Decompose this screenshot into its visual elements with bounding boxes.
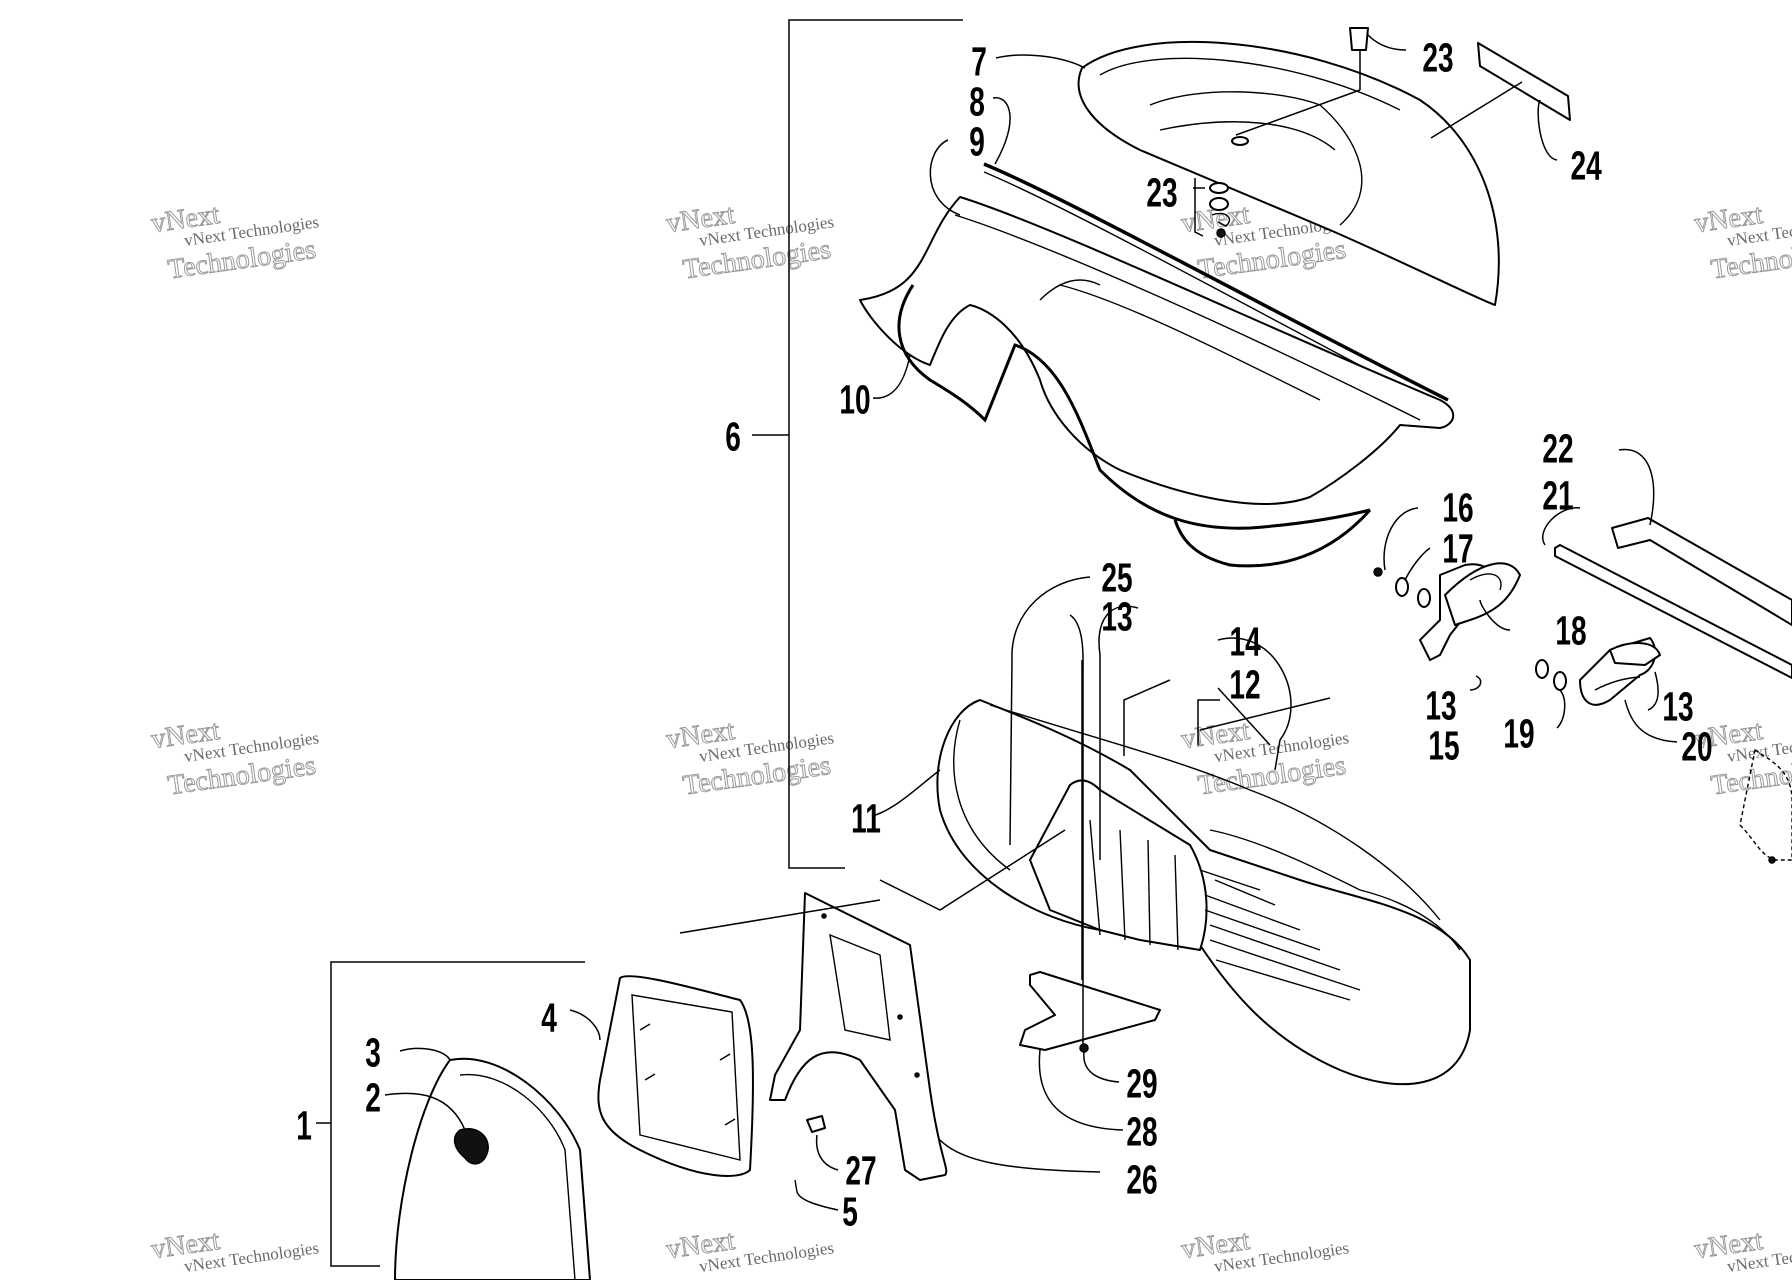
watermark: vNext vNext Technologies <box>1179 1225 1350 1276</box>
hardware-27 <box>806 1115 826 1133</box>
assembly-bracket-1 <box>316 961 585 1267</box>
rail-22 <box>1611 517 1792 626</box>
callout-20: 20 <box>1681 726 1712 770</box>
callout-13b: 13 <box>1425 685 1456 729</box>
tub-liner-ribs <box>1029 779 1361 1001</box>
watermark: vNext vNext Technologies <box>149 1225 320 1276</box>
hardware-5 <box>794 1179 798 1193</box>
callout-29: 29 <box>1126 1063 1157 1107</box>
right-edge-assembly <box>1739 748 1792 864</box>
watermark: vNext vNext Technologies <box>664 1225 835 1276</box>
callout-10: 10 <box>839 379 870 423</box>
watermark: vNext vNext Technologies <box>1692 1225 1792 1276</box>
backrest-pad-3 <box>394 1057 591 1280</box>
watermark-grid: vNext vNext Technologies Technologies vN… <box>149 199 1792 1276</box>
callout-8: 8 <box>969 81 985 125</box>
leader-lines <box>384 34 1678 1211</box>
callout-22: 22 <box>1542 428 1573 472</box>
washers-17-19 <box>1373 567 1567 691</box>
callout-14: 14 <box>1229 621 1261 665</box>
watermark: vNext vNext Technologies Technologies <box>1179 715 1350 802</box>
watermark: vNext vNext Technologies Technologies <box>1692 199 1792 286</box>
hardware-23 <box>1194 27 1369 238</box>
grommet-2 <box>453 1128 489 1165</box>
callout-18: 18 <box>1555 610 1586 654</box>
hinge-18 <box>1419 562 1521 661</box>
callout-28: 28 <box>1126 1111 1157 1155</box>
backrest-plate-4 <box>597 975 754 1177</box>
watermark: vNext vNext Technologies Technologies <box>664 715 835 802</box>
callout-6: 6 <box>725 416 741 460</box>
callout-16: 16 <box>1442 487 1473 531</box>
callout-17: 17 <box>1442 528 1473 572</box>
callout-5: 5 <box>842 1191 858 1235</box>
callout-9: 9 <box>969 121 985 165</box>
callout-23a: 23 <box>1422 37 1453 81</box>
callout-12: 12 <box>1229 664 1260 708</box>
callout-13c: 13 <box>1662 686 1693 730</box>
support-plate-28 <box>1019 971 1161 1051</box>
callout-7: 7 <box>971 41 987 85</box>
callout-4: 4 <box>541 997 557 1041</box>
watermark: vNext vNext Technologies Technologies <box>664 199 835 286</box>
callout-25: 25 <box>1101 557 1132 601</box>
callout-27: 27 <box>845 1150 876 1194</box>
callout-2: 2 <box>365 1077 381 1121</box>
watermark: vNext vNext Technologies Technologies <box>149 199 320 286</box>
callout-26: 26 <box>1126 1159 1157 1203</box>
callout-labels: 1 2 3 4 5 6 7 8 9 10 11 12 13 13 13 14 1… <box>296 37 1712 1235</box>
watermark: vNext vNext Technologies Technologies <box>149 715 320 802</box>
assembly-bracket-6 <box>752 19 963 869</box>
trunk-base-10 <box>859 196 1455 568</box>
callout-19: 19 <box>1503 713 1534 757</box>
callout-1: 1 <box>296 1105 312 1149</box>
hinge-20 <box>1579 637 1661 706</box>
callout-13a: 13 <box>1101 596 1132 640</box>
decal-24 <box>1430 42 1571 139</box>
callout-23b: 23 <box>1146 172 1177 216</box>
callout-15: 15 <box>1428 725 1459 769</box>
rail-21 <box>1554 544 1792 679</box>
callout-21: 21 <box>1542 475 1573 519</box>
mount-bracket-26 <box>769 892 948 1181</box>
callout-11: 11 <box>851 798 881 842</box>
callout-24: 24 <box>1570 145 1602 189</box>
callout-3: 3 <box>365 1032 381 1076</box>
